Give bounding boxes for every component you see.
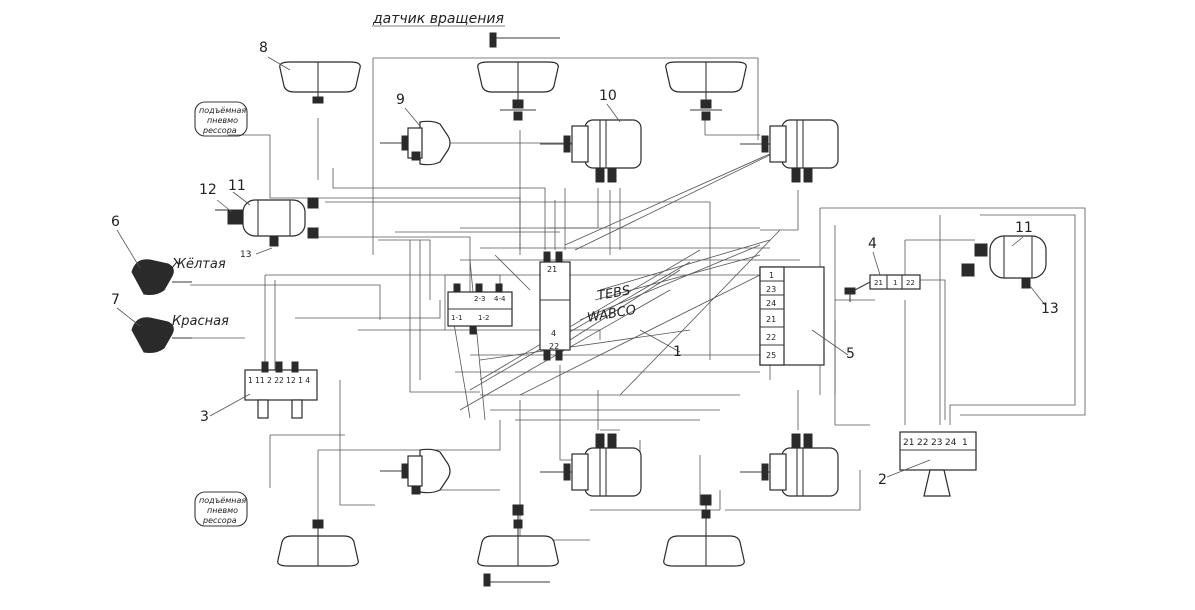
callout-2: 2 <box>878 472 887 488</box>
wheel-top-center <box>477 61 559 121</box>
valve4-port-1: 1 <box>893 279 897 287</box>
callout-11-left: 11 <box>228 178 246 194</box>
manifold-port-1-1: 1-1 <box>451 314 462 322</box>
wheel-top-right <box>665 61 747 121</box>
tebs-distributor <box>539 251 571 361</box>
callout-8: 8 <box>259 40 268 56</box>
callout-7: 7 <box>111 292 120 308</box>
callout-10: 10 <box>599 88 617 104</box>
brake-chamber-9 <box>380 120 451 166</box>
mod-port-1: 1 <box>769 271 774 280</box>
callout-11-right: 11 <box>1015 220 1033 236</box>
tebs-port-21: 21 <box>547 265 557 274</box>
callout-9: 9 <box>396 92 405 108</box>
air-spring-tag-bottom <box>194 491 248 527</box>
air-spring-tag-top <box>194 101 248 137</box>
tebs-port-22: 22 <box>549 342 559 351</box>
wheel-bottom-left <box>277 519 359 567</box>
air-reservoir-left <box>215 197 319 247</box>
manifold-port-2-3: 2-3 <box>474 295 485 303</box>
wheel-bottom-center <box>477 504 559 567</box>
wheel-bottom-right <box>663 494 745 567</box>
callout-13-left: 13 <box>240 250 251 260</box>
block2-port-21: 21 <box>903 438 914 448</box>
brake-chamber-bottom-center <box>540 433 642 497</box>
valve-manifold <box>447 283 513 335</box>
callout-4: 4 <box>868 236 877 252</box>
leader-lines <box>116 25 1046 478</box>
block2-port-22: 22 <box>917 438 928 448</box>
wheel-top-left <box>279 61 361 104</box>
block2-port-23: 23 <box>931 438 942 448</box>
brake-chamber-bottom-left <box>380 448 451 495</box>
manifold-port-1-2: 1-2 <box>478 314 489 322</box>
valve4-port-21: 21 <box>874 279 883 287</box>
tebs-brand-2: WABCO <box>586 303 637 326</box>
yellow-coupling-label: Жёлтая <box>171 257 226 272</box>
block2-port-24: 24 <box>945 438 957 448</box>
air-spring-top-line2: пневмо <box>207 116 238 125</box>
callout-5: 5 <box>846 346 855 362</box>
brake-chamber-top-right <box>740 119 839 183</box>
mod-port-22: 22 <box>766 333 776 342</box>
valve-4 <box>844 274 921 302</box>
pipe-network <box>190 57 1086 541</box>
mod-port-21: 21 <box>766 315 776 324</box>
brake-chamber-bottom-right <box>740 433 839 497</box>
red-coupling-label: Красная <box>172 314 229 329</box>
air-reservoir-right <box>961 235 1047 289</box>
callout-13-right: 13 <box>1041 301 1059 317</box>
mod-port-25: 25 <box>766 351 776 360</box>
air-spring-bottom-line1: подъёмная <box>199 496 246 505</box>
tebs-port-4: 4 <box>551 329 556 338</box>
valve-block-2 <box>899 431 977 497</box>
callout-6: 6 <box>111 214 120 230</box>
tebs-brand-1: TEBS <box>596 283 631 304</box>
block2-port-1: 1 <box>962 438 968 448</box>
valve4-port-22: 22 <box>906 279 915 287</box>
coupling-head-yellow <box>131 259 192 295</box>
text-layer: датчик вращения 8 9 10 11 12 13 6 7 3 1 … <box>111 11 1059 525</box>
air-spring-top-line1: подъёмная <box>199 106 246 115</box>
valve3-ports: 1 11 2 22 12 1 4 <box>248 376 310 385</box>
air-spring-top-line3: рессора <box>202 126 237 135</box>
speed-sensor-bottom <box>483 573 550 587</box>
mod-port-23: 23 <box>766 285 776 294</box>
valve-3 <box>244 361 318 419</box>
speed-sensor-top <box>489 32 560 48</box>
callout-3: 3 <box>200 409 209 425</box>
mod-port-24: 24 <box>766 299 776 308</box>
callout-1: 1 <box>673 344 682 360</box>
air-spring-bottom-line2: пневмо <box>207 506 238 515</box>
manifold-port-4-4: 4-4 <box>494 295 506 303</box>
ebs-modulator-5 <box>759 266 825 366</box>
brake-chamber-10 <box>540 119 642 183</box>
coupling-head-red <box>131 317 192 353</box>
sensor-label: датчик вращения <box>372 11 504 27</box>
callout-12: 12 <box>199 182 217 198</box>
air-spring-bottom-line3: рессора <box>202 516 237 525</box>
